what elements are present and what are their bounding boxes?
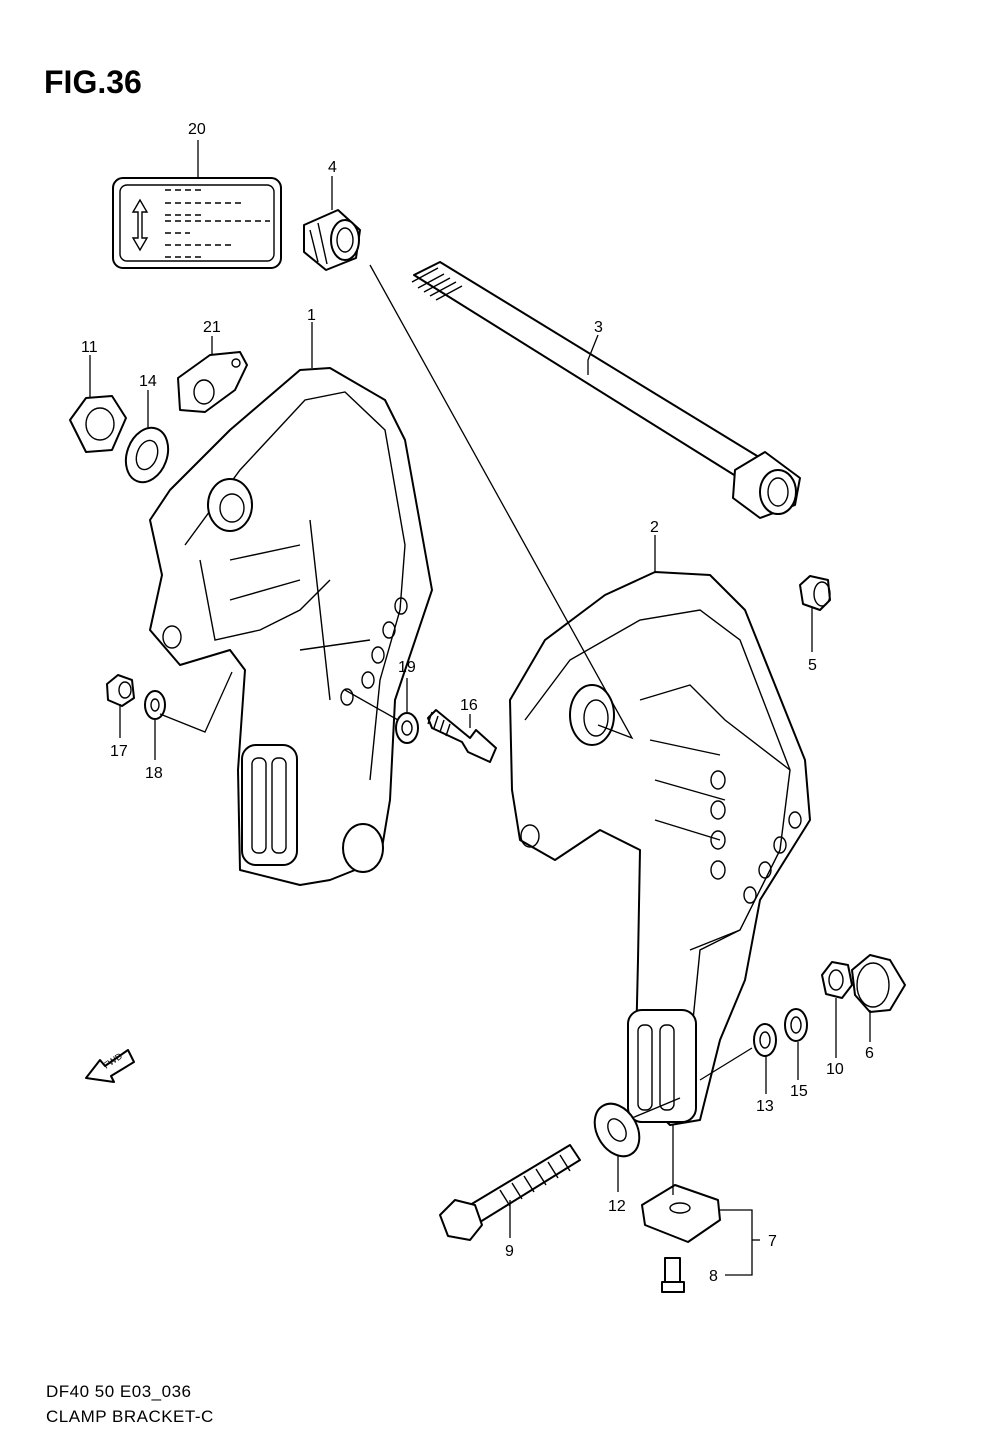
callout-13: 13 (756, 1098, 774, 1115)
callout-15: 15 (790, 1083, 808, 1100)
part-19-washer[interactable] (395, 712, 419, 744)
part-2-clamp-bracket-right[interactable] (509, 571, 811, 1126)
callout-8: 8 (709, 1268, 718, 1285)
part-20-label-plate[interactable] (112, 177, 282, 269)
callout-17: 17 (110, 743, 128, 760)
part-9-bolt[interactable] (439, 1144, 581, 1241)
part-10-nut[interactable] (821, 961, 853, 999)
callout-18: 18 (145, 765, 163, 782)
part-7-plate[interactable] (641, 1184, 721, 1243)
part-21-plate[interactable] (177, 351, 248, 413)
fwd-arrow-icon: FWD (85, 1049, 135, 1083)
callout-1: 1 (307, 307, 316, 324)
part-6-sleeve[interactable] (851, 954, 906, 1013)
part-17-nut[interactable] (106, 674, 135, 707)
callout-2: 2 (650, 519, 659, 536)
callout-19: 19 (398, 659, 416, 676)
callout-14: 14 (139, 373, 157, 390)
part-8-screw[interactable] (661, 1257, 685, 1293)
callout-labels: 20 4 3 21 1 11 14 2 5 19 16 17 18 6 10 1… (81, 121, 874, 1285)
part-15-washer[interactable] (784, 1008, 808, 1042)
callout-9: 9 (505, 1243, 514, 1260)
callout-4: 4 (328, 159, 337, 176)
part-11-nut[interactable] (69, 395, 127, 453)
callout-5: 5 (808, 657, 817, 674)
part-13-washer[interactable] (753, 1023, 777, 1057)
callout-11: 11 (81, 339, 98, 356)
callout-10: 10 (826, 1061, 844, 1078)
drawing-code: DF40 50 E03_036 (46, 1382, 192, 1401)
callout-16: 16 (460, 697, 478, 714)
callout-21: 21 (203, 319, 221, 336)
callout-20: 20 (188, 121, 206, 138)
part-5-bushing[interactable] (799, 575, 831, 611)
part-3-shaft[interactable] (411, 261, 801, 519)
part-1-clamp-bracket-left[interactable] (149, 367, 433, 886)
callout-7: 7 (768, 1233, 777, 1250)
part-18-washer[interactable] (144, 690, 166, 720)
callout-12: 12 (608, 1198, 626, 1215)
callout-3: 3 (594, 319, 603, 336)
drawing-caption: CLAMP BRACKET-C (46, 1407, 214, 1426)
part-16-pin[interactable] (427, 709, 497, 763)
part-14-washer[interactable] (119, 422, 176, 488)
leader-lines (89, 140, 871, 1276)
figure-title: FIG.36 (44, 64, 142, 100)
part-12-washer[interactable] (586, 1096, 649, 1164)
part-4-bushing[interactable] (303, 209, 361, 271)
callout-6: 6 (865, 1045, 874, 1062)
